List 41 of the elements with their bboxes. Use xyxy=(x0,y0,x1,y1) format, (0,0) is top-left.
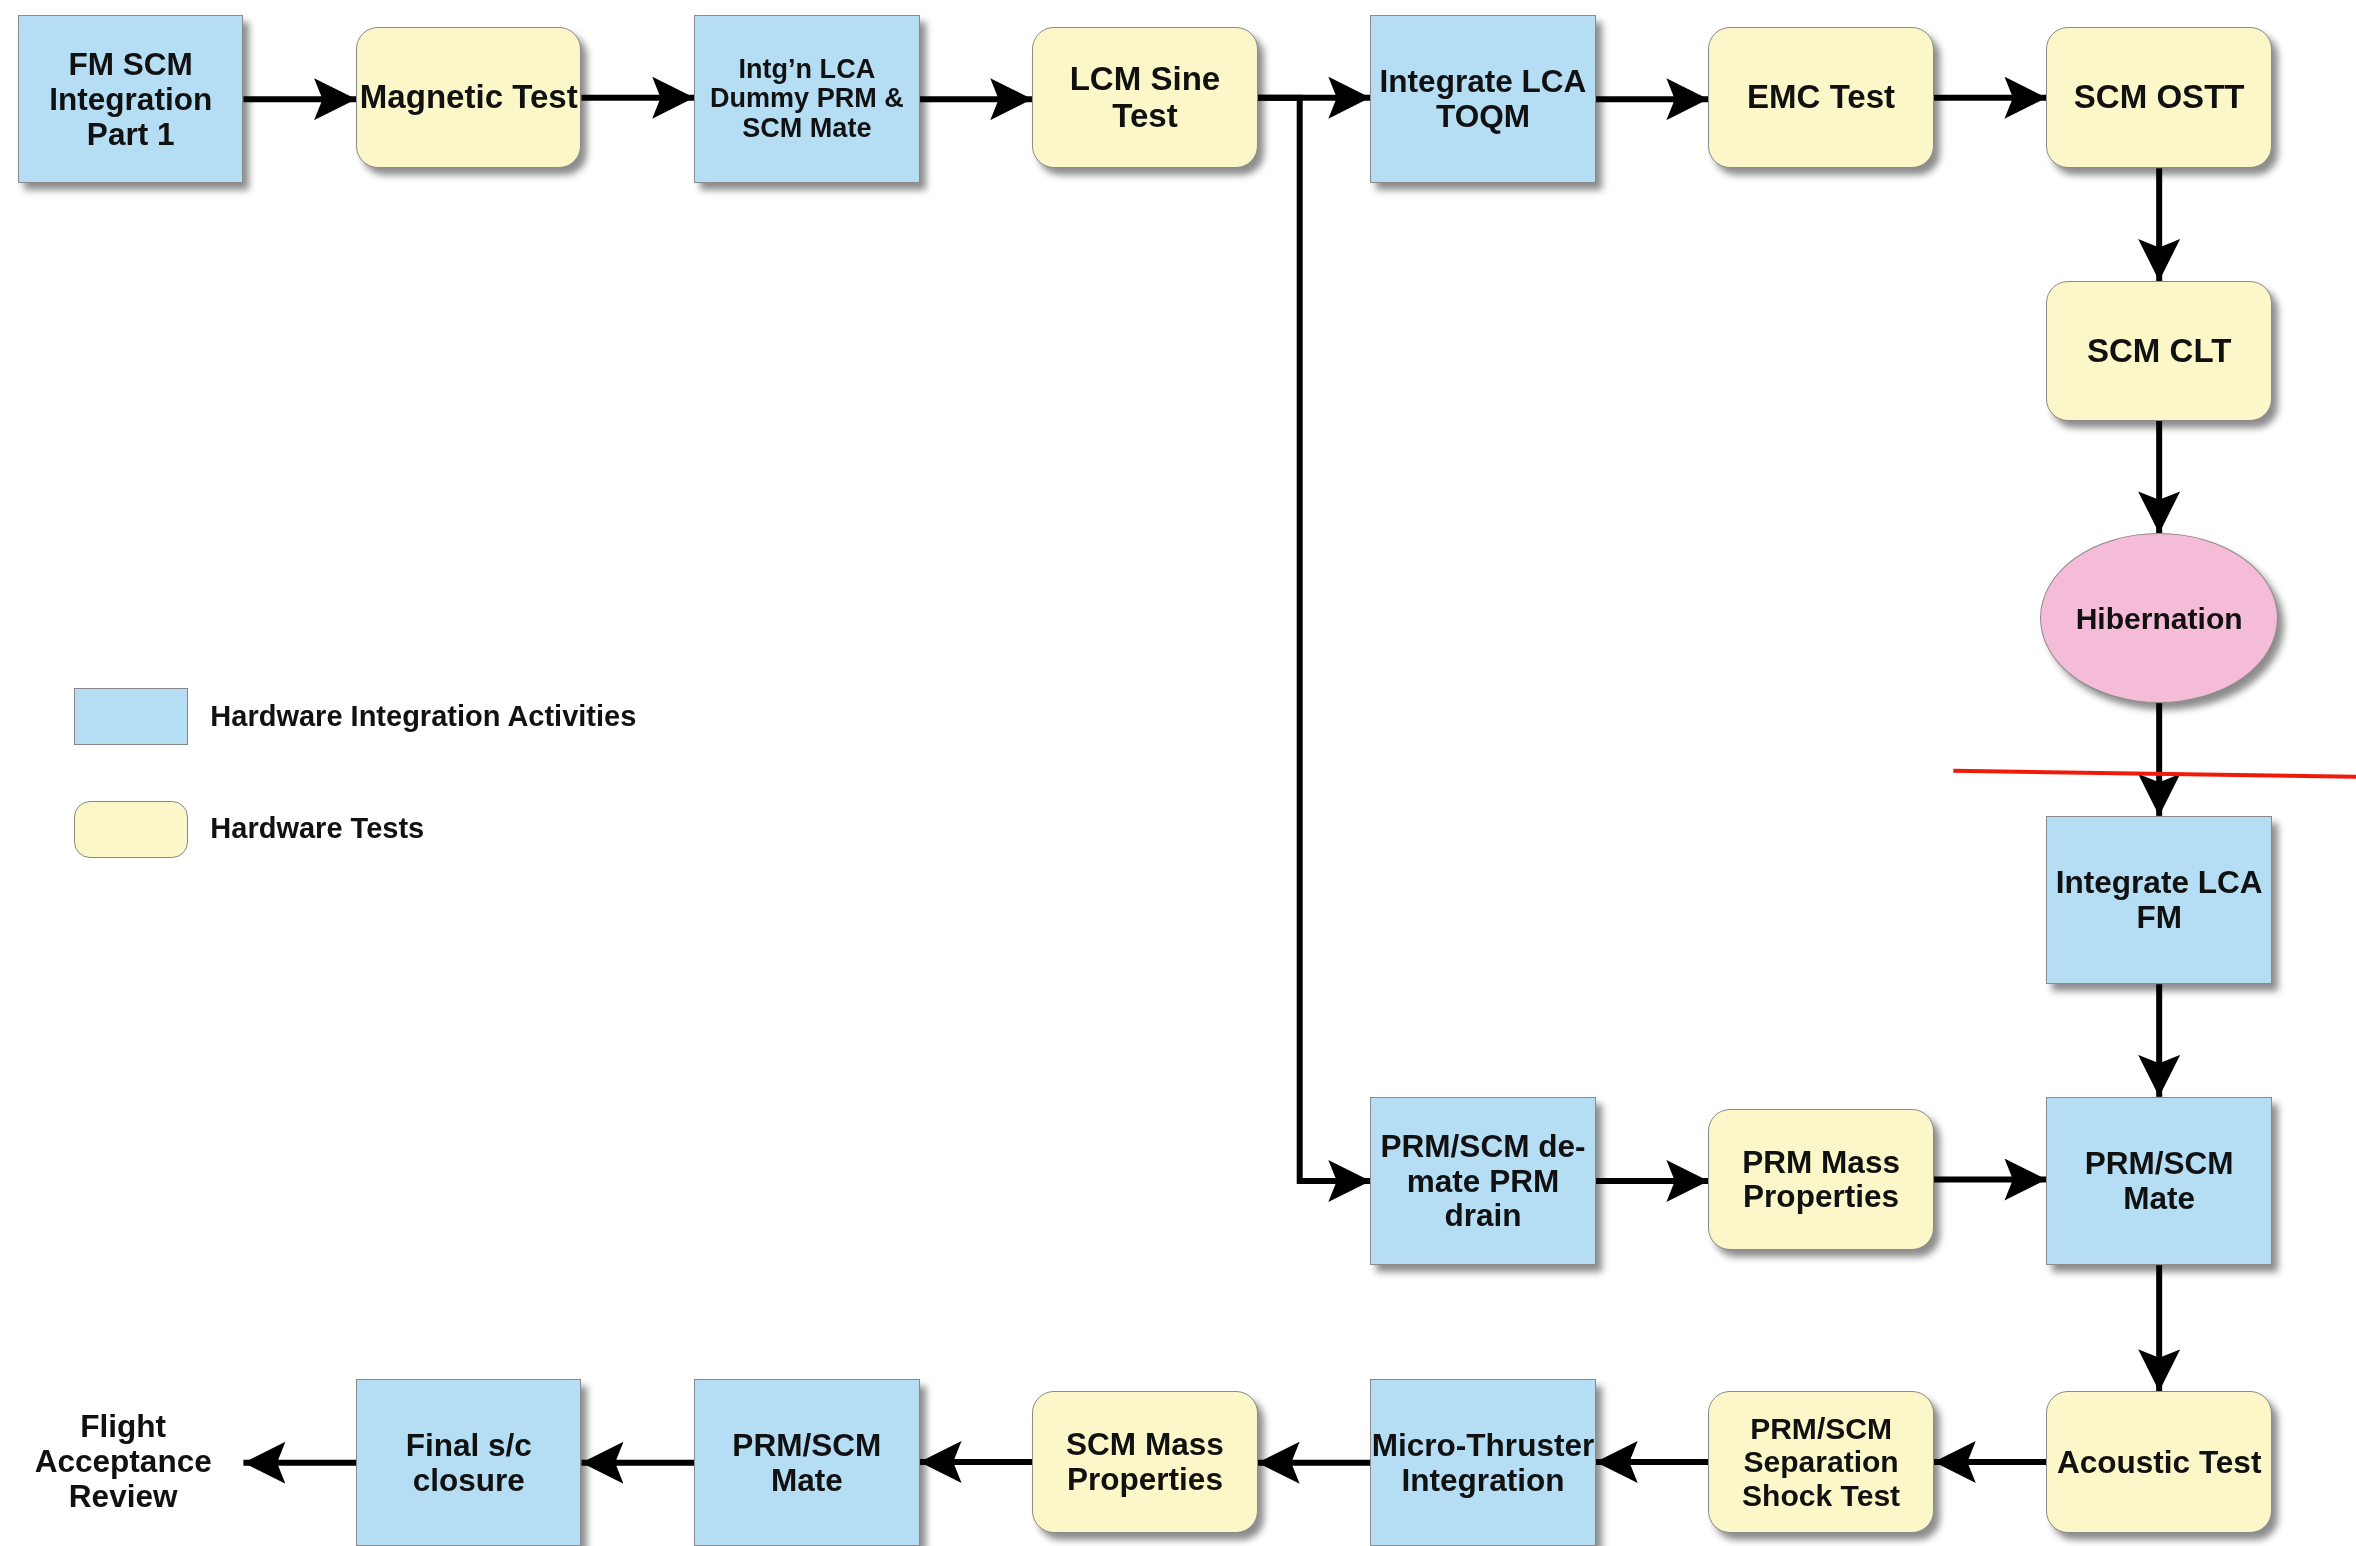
terminal-label: Flight Acceptance Review xyxy=(3,1389,244,1533)
activity-box: Integrate LCA TOQM xyxy=(1370,15,1596,184)
test-box: Acoustic Test xyxy=(2046,1391,2272,1533)
arrow xyxy=(919,78,1033,121)
test-box: Magnetic Test xyxy=(356,27,582,169)
test-box: EMC Test xyxy=(1708,27,1934,169)
arrow xyxy=(2138,420,2181,534)
activity-box: Intg’n LCA Dummy PRM & SCM Mate xyxy=(694,15,920,184)
activity-box: Micro-Thruster Integration xyxy=(1370,1379,1596,1546)
activity-box: FM SCM Integration Part 1 xyxy=(18,15,244,184)
arrow xyxy=(243,1441,357,1484)
hibernation-ellipse: Hibernation xyxy=(2040,533,2278,704)
legend-label: Hardware Integration Activities xyxy=(210,699,637,733)
test-box: PRM Mass Properties xyxy=(1708,1108,1934,1251)
arrow xyxy=(2138,703,2181,816)
arrow xyxy=(1595,1441,1709,1483)
arrow xyxy=(2138,1265,2181,1392)
activity-box: PRM/SCM Mate xyxy=(2046,1096,2272,1266)
test-box: SCM Mass Properties xyxy=(1032,1391,1258,1533)
arrow xyxy=(1257,1441,1371,1484)
legend-label: Hardware Tests xyxy=(210,812,425,846)
arrow xyxy=(1257,94,1371,1202)
arrow xyxy=(581,76,695,119)
activity-box: Integrate LCA FM xyxy=(2046,815,2272,985)
arrow xyxy=(919,1441,1033,1483)
test-box: PRM/SCM Separation Shock Test xyxy=(1708,1391,1934,1533)
test-box: SCM CLT xyxy=(2046,280,2272,421)
arrow xyxy=(2138,984,2181,1097)
arrow xyxy=(1595,1160,1709,1202)
arrow xyxy=(1933,1441,2047,1483)
test-box: LCM Sine Test xyxy=(1032,27,1258,169)
activity-box: PRM/SCM de-mate PRM drain xyxy=(1370,1096,1596,1266)
arrow xyxy=(1933,1158,2047,1201)
arrow xyxy=(581,1441,695,1484)
activity-box: PRM/SCM Mate xyxy=(694,1379,920,1546)
test-box: SCM OSTT xyxy=(2046,27,2272,169)
arrow xyxy=(1933,76,2047,119)
arrow xyxy=(1595,78,1709,121)
arrow xyxy=(2138,168,2181,281)
activity-box: Final s/c closure xyxy=(356,1379,582,1546)
arrow xyxy=(243,78,357,121)
